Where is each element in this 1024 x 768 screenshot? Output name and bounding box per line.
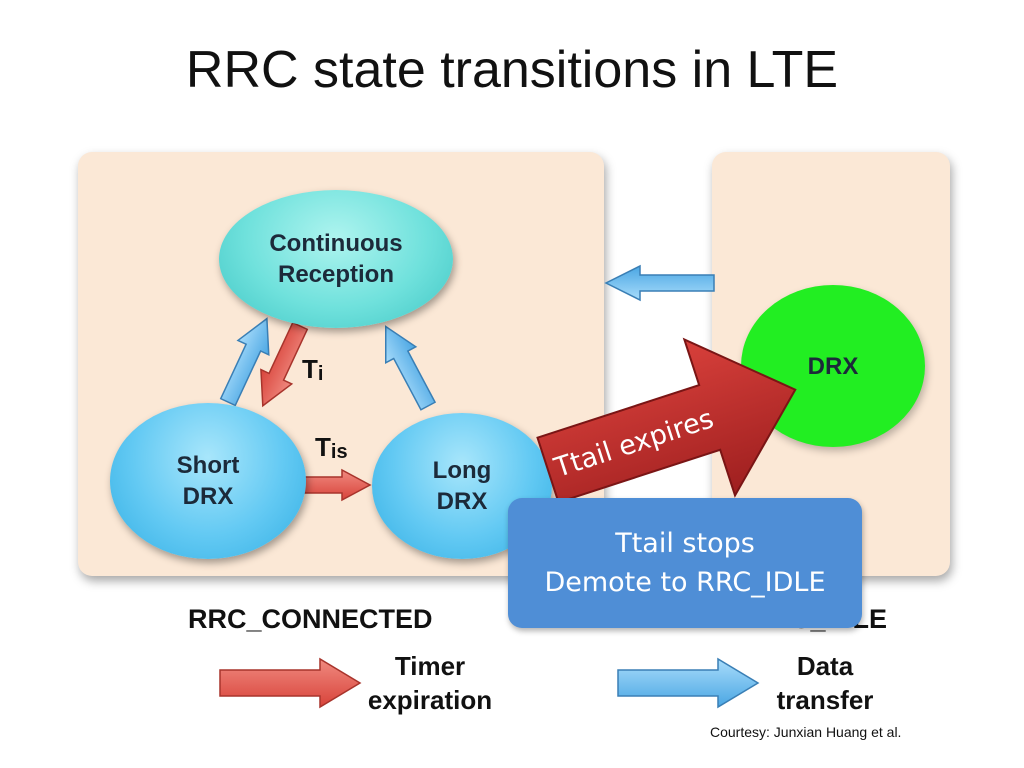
ttail-box-line1: Ttail stops — [615, 527, 755, 559]
timer-tis-label: Tis — [315, 432, 348, 464]
ttail-stops-callout: Ttail stops Demote to RRC_IDLE — [508, 498, 862, 628]
rrc-connected-label: RRC_CONNECTED — [188, 604, 433, 634]
slide-title: RRC state transitions in LTE — [185, 41, 839, 99]
courtesy-note: Courtesy: Junxian Huang et al. — [710, 724, 902, 740]
timer-tis-sub: is — [330, 441, 348, 463]
timer-ti-main: T — [302, 354, 318, 384]
timer-ti-label: Ti — [302, 354, 323, 386]
legend-red-arrow — [219, 657, 362, 709]
arrow-continuous-to-short — [260, 321, 309, 408]
legend-blue-arrow — [617, 657, 760, 709]
long-drx-label-line1: Long — [432, 456, 492, 484]
continuous-label-line1: Continuous — [269, 229, 403, 257]
long-drx-label-line2: DRX — [436, 488, 488, 515]
legend-data-transfer: Data transfer — [762, 650, 888, 718]
legend-data-line2: transfer — [776, 684, 874, 715]
legend-timer-expiration: Timer expiration — [360, 650, 500, 718]
arrow-short-to-continuous — [219, 317, 270, 407]
legend-timer-line2: expiration — [367, 684, 493, 715]
timer-ti-sub: i — [317, 363, 324, 385]
legend-data-line1: Data — [796, 651, 854, 681]
idle-drx-label: DRX — [807, 353, 859, 380]
ttail-box-line2: Demote to RRC_IDLE — [544, 567, 826, 598]
continuous-label-line2: Reception — [277, 261, 394, 288]
short-drx-label-line2: DRX — [182, 483, 234, 510]
arrow-idle-to-connected — [604, 264, 715, 302]
legend-timer-line1: Timer — [394, 651, 466, 681]
arrow-long-to-continuous — [384, 325, 437, 411]
arrow-short-to-long — [299, 468, 372, 502]
timer-tis-main: T — [315, 432, 331, 462]
short-drx-label-line1: Short — [176, 451, 240, 479]
